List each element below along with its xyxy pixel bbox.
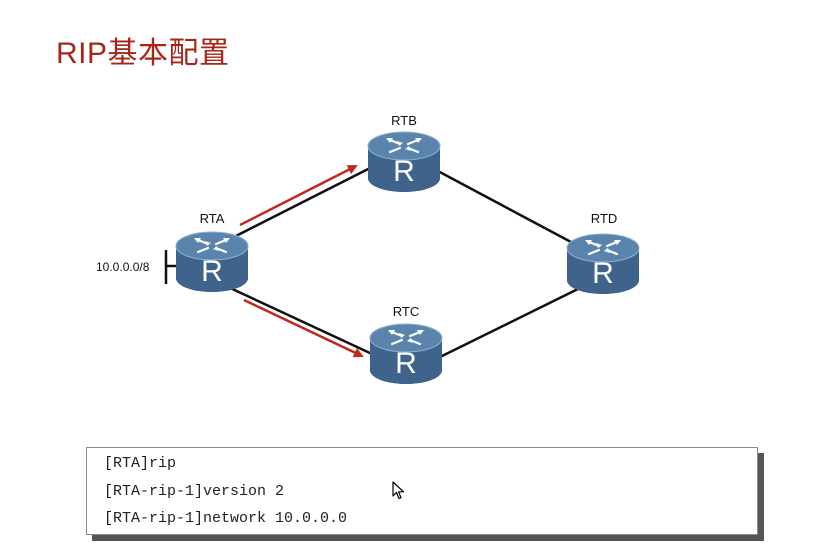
router-icon	[174, 230, 250, 294]
network-label: 10.0.0.0/8	[96, 260, 150, 274]
router-label-rtd: RTD	[591, 211, 617, 226]
router-label-rtc: RTC	[393, 304, 419, 319]
mouse-pointer-icon	[392, 481, 405, 500]
router-rta: RTA	[174, 211, 250, 294]
network-topology-diagram: R 10.0.0.0/8 RTA RTB RTC RTD	[96, 113, 641, 386]
link-rtb-rtd	[435, 168, 587, 252]
router-rtd: RTD	[565, 211, 641, 296]
link-rta-rtc	[227, 285, 386, 362]
arrow-rta-to-rtb	[239, 164, 358, 227]
router-label-rtb: RTB	[391, 113, 417, 128]
router-label-rta: RTA	[200, 211, 225, 226]
arrow-rta-to-rtc	[243, 298, 364, 358]
slide-title: RIP基本配置	[56, 37, 230, 70]
command-line: [RTA-rip-1]version 2	[104, 483, 285, 500]
router-icon	[565, 232, 641, 296]
router-icon	[366, 130, 442, 194]
link-rta-rtb	[227, 161, 381, 242]
rip-update-arrows	[239, 164, 364, 358]
command-line: [RTA]rip	[104, 455, 177, 472]
command-line: [RTA-rip-1]network 10.0.0.0	[104, 510, 348, 527]
router-rtc: RTC	[368, 304, 444, 386]
router-icon	[368, 322, 444, 386]
command-box: [RTA]rip [RTA-rip-1]version 2 [RTA-rip-1…	[86, 447, 758, 535]
links	[227, 161, 587, 362]
router-rtb: RTB	[366, 113, 442, 194]
link-rtc-rtd	[437, 283, 587, 360]
